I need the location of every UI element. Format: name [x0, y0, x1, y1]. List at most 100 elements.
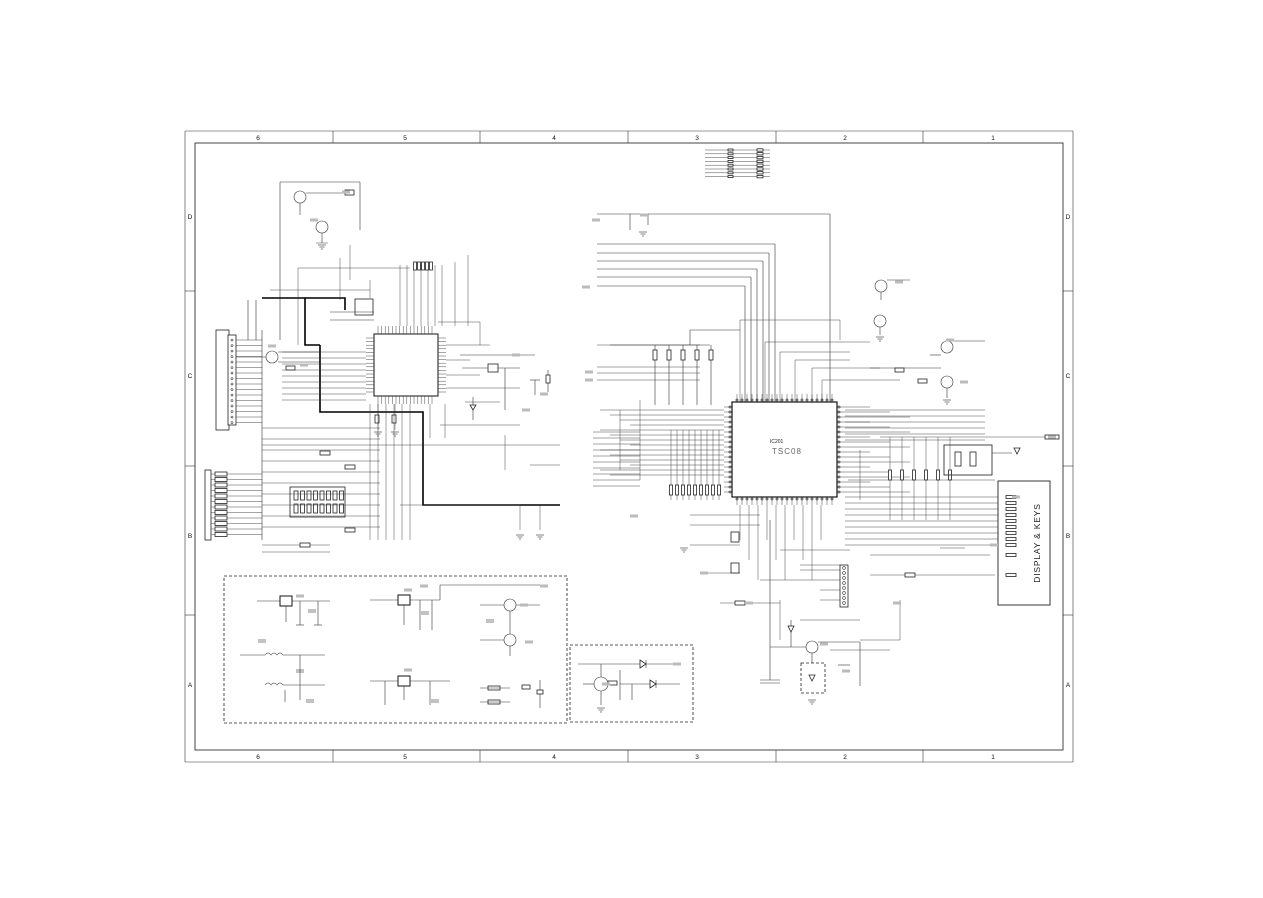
component	[1005, 525, 1017, 529]
component	[326, 490, 331, 501]
component	[708, 349, 714, 361]
annotation-mark	[842, 669, 850, 673]
component	[214, 471, 228, 477]
component	[214, 482, 228, 488]
annotation-mark	[582, 285, 590, 289]
component	[1005, 507, 1017, 511]
component	[421, 261, 425, 271]
annotation-mark	[342, 190, 350, 194]
annotation-mark	[296, 594, 304, 598]
pin	[728, 470, 732, 474]
component	[214, 526, 228, 532]
annotation-mark	[895, 280, 903, 284]
zone-right-label: A	[1066, 682, 1071, 689]
pin	[775, 398, 779, 402]
pin	[837, 455, 841, 459]
component	[374, 414, 380, 424]
pin	[785, 497, 789, 501]
component	[756, 174, 764, 179]
pin	[785, 398, 789, 402]
zone-left-label: C	[188, 373, 193, 380]
pin	[755, 398, 759, 402]
pin	[837, 470, 841, 474]
pin	[800, 398, 804, 402]
main-ic: IC201 TSC08	[724, 394, 845, 505]
component	[293, 490, 299, 501]
pin	[842, 576, 846, 580]
annotation-mark	[990, 543, 998, 547]
component	[306, 490, 312, 501]
pin	[790, 398, 794, 402]
pin	[750, 398, 754, 402]
annotation-mark	[512, 353, 520, 357]
component	[319, 490, 325, 501]
component	[1005, 519, 1017, 523]
component	[1005, 513, 1017, 517]
pin	[230, 388, 234, 391]
pin	[810, 497, 814, 501]
component	[727, 175, 734, 179]
component	[1005, 501, 1017, 505]
pin	[230, 415, 234, 419]
annotation-mark	[540, 392, 548, 396]
pin	[230, 338, 234, 342]
component	[319, 503, 325, 514]
component	[888, 469, 892, 481]
pin	[837, 445, 841, 449]
left-connector-upper	[215, 329, 262, 431]
component	[756, 167, 764, 171]
annotation-mark	[893, 601, 901, 605]
zone-right-label: C	[1066, 373, 1071, 380]
component	[214, 504, 228, 510]
pin	[735, 398, 739, 402]
pin	[815, 497, 819, 501]
component	[727, 167, 734, 171]
pin	[842, 586, 846, 590]
pin	[837, 420, 841, 424]
pin	[230, 399, 234, 402]
zone-top-label: 4	[552, 135, 556, 142]
pin	[837, 490, 841, 494]
component	[924, 469, 928, 481]
pin	[230, 393, 234, 397]
pin	[745, 497, 749, 501]
component	[293, 503, 299, 514]
component	[214, 499, 228, 504]
annotation-mark	[525, 640, 533, 644]
crystal-lower	[730, 531, 740, 574]
pin	[765, 398, 769, 402]
pin	[728, 430, 732, 434]
pin	[728, 480, 732, 484]
pin	[728, 490, 732, 494]
pin	[230, 344, 234, 347]
component-annotations	[268, 190, 1056, 713]
component	[727, 152, 734, 156]
pin	[728, 410, 732, 414]
pin	[842, 601, 846, 605]
component	[912, 469, 916, 481]
component	[694, 349, 700, 361]
component	[413, 261, 417, 271]
annotation-mark	[404, 588, 412, 592]
component	[214, 510, 228, 515]
pin	[765, 497, 769, 501]
zone-top-label: 3	[695, 135, 699, 142]
zone-bottom-label: 1	[991, 754, 995, 761]
pin	[837, 475, 841, 479]
component	[652, 349, 658, 361]
component	[214, 488, 228, 493]
pin	[790, 497, 794, 501]
component	[332, 490, 338, 501]
pin	[728, 445, 732, 449]
pin	[820, 398, 824, 402]
zone-top-label: 2	[843, 135, 847, 142]
pin	[830, 398, 834, 402]
main-ic-wiring	[593, 400, 1060, 651]
component	[727, 163, 734, 167]
component	[214, 521, 228, 526]
annotation-mark	[745, 601, 753, 605]
component	[693, 484, 697, 496]
power-supply-subcircuit	[223, 575, 568, 724]
